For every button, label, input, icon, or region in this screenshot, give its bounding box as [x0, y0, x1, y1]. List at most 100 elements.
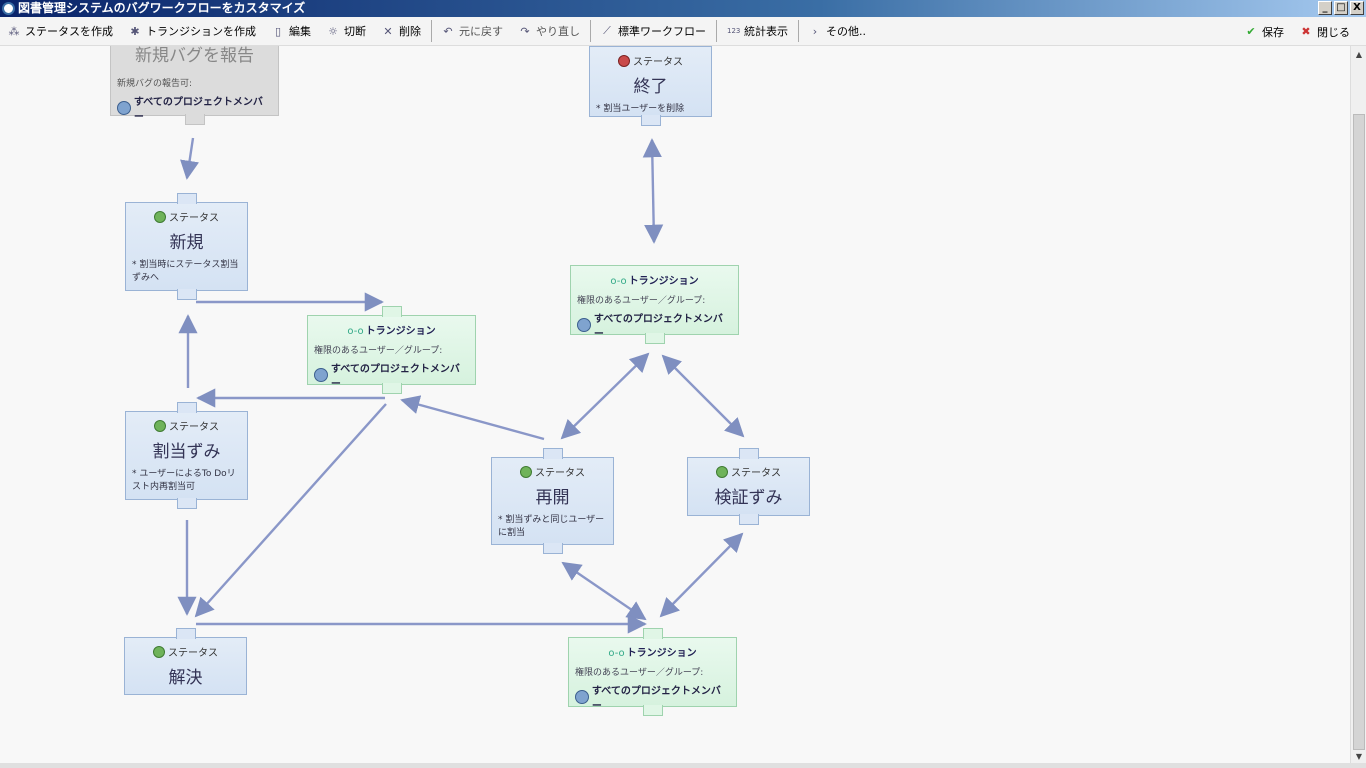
connector-tab: [175, 628, 196, 639]
disconnect-icon: ☼: [328, 24, 338, 38]
status-name: 終了: [633, 77, 668, 97]
title-bar: 図書管理システムのバグワークフローをカスタマイズ _ □ X: [0, 0, 1366, 17]
transition-members: すべてのプロジェクトメンバー: [571, 310, 738, 340]
arrow-transition2-reopened: [560, 352, 650, 440]
connector-tab: [642, 705, 663, 716]
window-controls: _ □ X: [1318, 1, 1364, 15]
transition-icon: o-o: [610, 276, 627, 287]
close-window-button[interactable]: X: [1350, 1, 1364, 15]
chevron-right-icon: ›: [812, 24, 818, 38]
connector-tab: [176, 402, 197, 413]
transition-icon: o-o: [608, 648, 625, 659]
workflow-icon: ⟋: [603, 24, 611, 37]
connector-tab: [642, 628, 663, 639]
status-kind-label: ステータス: [125, 644, 246, 659]
permitted-label: 権限のあるユーザー／グループ:: [577, 296, 706, 306]
status-name: 割当ずみ: [152, 442, 221, 462]
transition-members: すべてのプロジェクトメンバー: [308, 360, 475, 390]
toolbar-separator: [798, 20, 799, 42]
connector-tab: [176, 289, 197, 300]
status-node-assigned[interactable]: ステータス 割当ずみ * ユーザーによるTo Doリスト内再割当可: [125, 402, 248, 509]
status-desc: * 割当時にステータス割当ずみへ: [132, 260, 239, 283]
status-name: 検証ずみ: [714, 488, 783, 508]
standard-workflow-button[interactable]: ⟋標準ワークフロー: [593, 20, 714, 42]
redo-icon: ↷: [520, 24, 530, 38]
disconnect-button[interactable]: ☼切断: [328, 24, 366, 39]
delete-button[interactable]: ✕削除: [383, 24, 421, 39]
bug-icon: [153, 646, 165, 658]
scrollbar-thumb[interactable]: [1353, 114, 1365, 750]
status-kind-label: ステータス: [688, 464, 809, 479]
connector-tab: [542, 543, 563, 554]
status-kind-label: ステータス: [126, 418, 247, 433]
status-node-closed[interactable]: ステータス 終了 * 割当ユーザーを削除: [589, 46, 712, 126]
connector-tab: [184, 114, 205, 125]
workflow-canvas[interactable]: 新規バグを報告 新規バグの報告可: すべてのプロジェクトメンバー ステータス 新…: [0, 46, 1350, 763]
scroll-down-icon[interactable]: ▼: [1355, 752, 1363, 761]
arrow-transition2-verified: [661, 354, 745, 438]
bug-icon: [154, 211, 166, 223]
horizontal-scrollbar[interactable]: [0, 763, 1366, 768]
connector-tab: [381, 383, 402, 394]
connector-tab: [738, 448, 759, 459]
minimize-button[interactable]: _: [1318, 1, 1332, 15]
status-node-resolved[interactable]: ステータス 解決: [124, 628, 247, 695]
permitted-label: 権限のあるユーザー／グループ:: [575, 668, 704, 678]
undo-icon: ↶: [443, 24, 453, 38]
app-eye-icon: [2, 2, 15, 15]
permitted-label: 権限のあるユーザー／グループ:: [314, 346, 443, 356]
pencil-icon: ▯: [274, 24, 282, 38]
group-globe-icon: [575, 690, 589, 704]
status-name: 解決: [168, 668, 203, 688]
connector-tab: [644, 333, 665, 344]
delete-x-icon: ✕: [383, 24, 393, 38]
arrow-transition1-to-resolved: [194, 403, 387, 618]
group-globe-icon: [117, 101, 131, 115]
toolbar-separator: [431, 20, 432, 42]
status-kind-label: ステータス: [492, 464, 613, 479]
status-kind-label: ステータス: [590, 53, 711, 68]
bug-closed-icon: [618, 55, 630, 67]
connector-tab: [176, 193, 197, 204]
group-globe-icon: [577, 318, 591, 332]
close-button[interactable]: ✖閉じる: [1301, 25, 1350, 39]
checkmark-icon: ✔: [1246, 25, 1256, 38]
status-add-icon: ⁂: [8, 24, 20, 38]
connector-tab: [542, 448, 563, 459]
initial-report-node[interactable]: 新規バグを報告 新規バグの報告可: すべてのプロジェクトメンバー: [110, 46, 279, 125]
status-name: 新規: [169, 233, 204, 253]
arrow-reopened-to-transition1: [400, 395, 545, 441]
connector-tab: [381, 306, 402, 317]
toolbar-separator: [716, 20, 717, 42]
connector-tab: [738, 514, 759, 525]
status-desc: * 割当ずみと同じユーザーに割当: [498, 515, 605, 538]
status-node-reopened[interactable]: ステータス 再開 * 割当ずみと同じユーザーに割当: [491, 448, 614, 554]
bug-icon: [154, 420, 166, 432]
stats-123-icon: 123: [727, 27, 741, 35]
vertical-scrollbar[interactable]: ▲ ▼: [1350, 46, 1366, 763]
transition-members: すべてのプロジェクトメンバー: [569, 682, 736, 712]
scroll-up-icon[interactable]: ▲: [1355, 50, 1363, 59]
transition-icon: o-o: [347, 326, 364, 337]
edit-button[interactable]: ▯編集: [264, 20, 319, 42]
status-node-verified[interactable]: ステータス 検証ずみ: [687, 448, 810, 525]
restore-button[interactable]: □: [1334, 1, 1348, 15]
other-menu-button[interactable]: ›その他..: [801, 20, 874, 42]
undo-button[interactable]: ↶元に戻す: [443, 24, 503, 39]
initial-sub: 新規バグの報告可:: [117, 79, 193, 89]
initial-members: すべてのプロジェクトメンバー: [111, 93, 278, 123]
status-kind-label: ステータス: [126, 209, 247, 224]
redo-button[interactable]: ↷やり直し: [520, 24, 580, 39]
toolbar: ⁂ステータスを作成 ✱トランジションを作成 ▯編集 ☼切断 ✕削除 ↶元に戻す …: [0, 17, 1366, 46]
create-status-button[interactable]: ⁂ステータスを作成: [8, 24, 114, 39]
save-button[interactable]: ✔保存: [1246, 25, 1284, 39]
create-transition-button[interactable]: ✱トランジションを作成: [130, 24, 256, 39]
status-node-new[interactable]: ステータス 新規 * 割当時にステータス割当ずみへ: [125, 193, 248, 300]
